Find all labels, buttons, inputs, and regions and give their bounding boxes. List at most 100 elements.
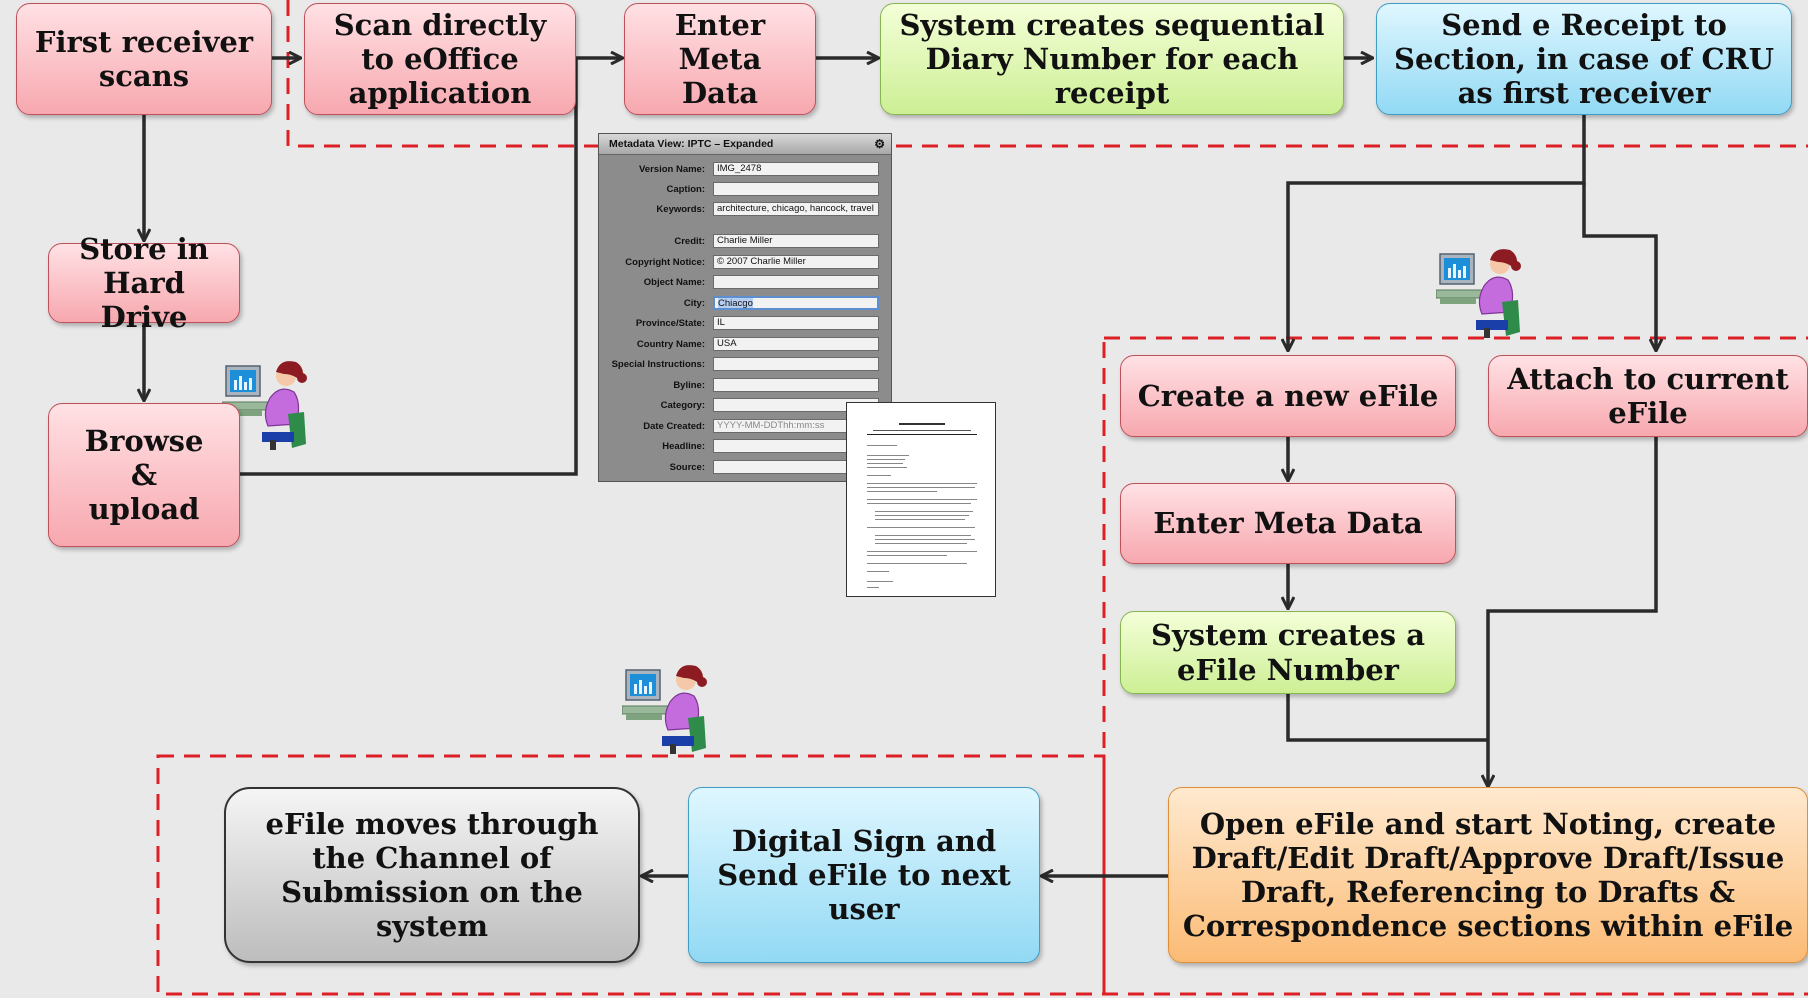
doc-subheading-line	[873, 430, 971, 432]
metadata-row: Object Name:	[599, 274, 893, 292]
field-input[interactable]: © 2007 Charlie Miller	[713, 255, 879, 269]
computer-user-icon	[222, 361, 307, 450]
field-label: Keywords:	[656, 204, 705, 215]
box-first-receiver-scans: First receiver scans	[16, 3, 272, 115]
arrow-send-to-create	[1288, 115, 1586, 350]
field-label: Date Created:	[643, 421, 705, 432]
field-label: Credit:	[674, 236, 705, 247]
dashed-region-top	[286, 0, 1808, 148]
doc-text-line	[867, 483, 977, 485]
doc-text-line	[867, 571, 889, 573]
doc-text-line	[867, 459, 905, 461]
box-efile-moves: eFile moves through the Channel of Submi…	[224, 787, 640, 963]
doc-text-line	[875, 519, 965, 521]
field-input[interactable]: USA	[713, 337, 879, 351]
field-input[interactable]: architecture, chicago, hancock, travel	[713, 202, 879, 216]
metadata-row: Date Created: YYYY-MM-DDThh:mm:ss	[599, 418, 893, 436]
metadata-row: Keywords: architecture, chicago, hancock,…	[599, 201, 893, 219]
doc-text-line	[867, 527, 975, 529]
dashed-region-right	[1102, 336, 1808, 996]
box-send-e-receipt: Send e Receipt to Section, in case of CR…	[1376, 3, 1792, 115]
metadata-row: Source:	[599, 459, 893, 477]
doc-text-line	[867, 491, 937, 493]
field-input[interactable]: IMG_2478	[713, 162, 879, 176]
doc-text-line	[875, 535, 971, 537]
metadata-row: Copyright Notice: © 2007 Charlie Miller	[599, 254, 893, 272]
doc-heading-line	[899, 423, 945, 425]
metadata-row: Special Instructions:	[599, 356, 893, 374]
field-label: Version Name:	[639, 164, 705, 175]
metadata-row: Country Name: USA	[599, 336, 893, 354]
doc-text-line	[867, 455, 909, 457]
field-label: Source:	[669, 462, 705, 473]
box-create-new-efile: Create a new eFile	[1120, 355, 1456, 437]
doc-text-line	[867, 555, 947, 557]
doc-text-line	[875, 515, 969, 517]
field-input[interactable]: Charlie Miller	[713, 234, 879, 248]
metadata-row: Province/State: IL	[599, 315, 893, 333]
box-open-efile: Open eFile and start Noting, create Draf…	[1168, 787, 1808, 963]
box-browse-upload: Browse & upload	[48, 403, 240, 547]
field-label: Country Name:	[636, 339, 705, 350]
box-digital-sign-send: Digital Sign and Send eFile to next user	[688, 787, 1040, 963]
doc-text-line	[867, 475, 891, 477]
box-diary-number: System creates sequential Diary Number f…	[880, 3, 1344, 115]
field-label: Headline:	[662, 441, 705, 452]
doc-rule	[867, 434, 977, 435]
doc-text-line	[875, 543, 967, 545]
document-thumbnail	[846, 402, 996, 597]
doc-text-line	[867, 587, 879, 589]
metadata-row: Credit: Charlie Miller	[599, 233, 893, 251]
box-attach-current-efile: Attach to current eFile	[1488, 355, 1808, 437]
metadata-row: Caption:	[599, 181, 893, 199]
computer-user-icon	[622, 665, 707, 754]
dashed-region-bottom	[156, 754, 1106, 996]
city-field-input[interactable]: Chiacgo	[713, 296, 879, 310]
field-input[interactable]	[713, 378, 879, 392]
box-store-hard-drive: Store in Hard Drive	[48, 232, 240, 334]
field-label: Category:	[660, 400, 705, 411]
metadata-row: Headline:	[599, 438, 893, 456]
box-enter-meta-data-top: Enter Meta Data	[624, 3, 816, 115]
line-number-to-open	[1286, 694, 1488, 742]
arrow-attach-to-open	[1488, 436, 1658, 786]
box-scan-to-eoffice: Scan directly to eOffice application	[304, 3, 576, 115]
doc-text-line	[875, 539, 975, 541]
field-input[interactable]	[713, 182, 879, 196]
doc-text-line	[867, 463, 903, 465]
field-label: Special Instructions:	[611, 359, 705, 370]
field-label: Caption:	[666, 184, 705, 195]
doc-text-line	[867, 503, 971, 505]
dashed-regions	[156, 0, 1808, 996]
line-browse-to-meta	[240, 58, 578, 476]
doc-text-line	[867, 467, 907, 469]
doc-text-line	[875, 511, 973, 513]
doc-text-line	[867, 581, 893, 583]
field-input[interactable]: IL	[713, 316, 879, 330]
gear-icon[interactable]: ⚙	[874, 137, 885, 151]
field-input[interactable]: YYYY-MM-DDThh:mm:ss	[713, 419, 879, 433]
metadata-row: Byline:	[599, 377, 893, 395]
arrow-send-to-attach	[1582, 183, 1656, 350]
doc-text-line	[867, 551, 977, 553]
field-label: Province/State:	[635, 318, 705, 329]
field-label: Object Name:	[643, 277, 705, 288]
field-label: Copyright Notice:	[625, 257, 705, 268]
doc-text-line	[867, 445, 897, 447]
field-label: City:	[683, 298, 705, 309]
doc-text-line	[867, 487, 975, 489]
metadata-panel-title-text: Metadata View: IPTC – Expanded	[609, 138, 774, 150]
field-input[interactable]	[713, 275, 879, 289]
doc-text-line	[867, 563, 967, 565]
field-label: Byline:	[673, 380, 705, 391]
field-input[interactable]	[713, 357, 879, 371]
metadata-row: City: Chiacgo	[599, 295, 893, 313]
metadata-panel-title: Metadata View: IPTC – Expanded ⚙	[599, 134, 891, 155]
computer-user-icon	[1436, 249, 1521, 338]
city-field-text: Chiacgo	[718, 298, 753, 309]
metadata-panel: Metadata View: IPTC – Expanded ⚙ Version…	[598, 133, 892, 482]
box-efile-number: System creates a eFile Number	[1120, 611, 1456, 694]
doc-text-line	[867, 499, 977, 501]
box-enter-meta-data-right: Enter Meta Data	[1120, 483, 1456, 564]
